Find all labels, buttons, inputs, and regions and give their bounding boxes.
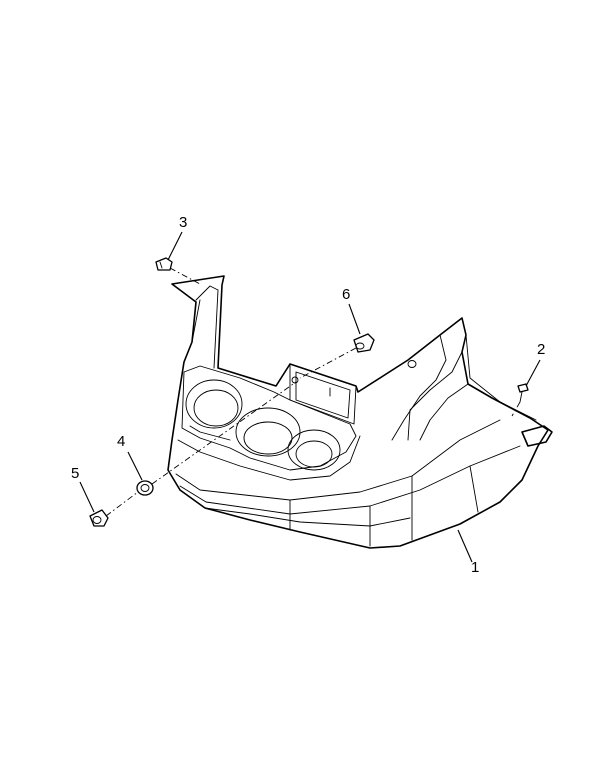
leader-line-3: [167, 231, 183, 261]
callout-2: 2: [537, 341, 545, 358]
callout-4: 4: [117, 433, 125, 450]
leader-line-6: [348, 303, 361, 335]
console-shell: [167, 275, 553, 549]
assembly-line-2: [511, 401, 521, 417]
callout-5: 5: [71, 465, 79, 482]
screw-part-2: [517, 383, 529, 403]
assembly-line-4-5: [105, 381, 297, 517]
callout-3: 3: [179, 214, 187, 231]
leader-line-5: [79, 481, 95, 513]
nut-part-6: [353, 333, 375, 353]
bolt-part-5: [89, 509, 109, 527]
clip-part-3: [155, 257, 173, 271]
washer-part-4: [136, 480, 154, 496]
leader-line-4: [127, 451, 143, 481]
callout-1: 1: [471, 559, 479, 576]
leader-line-2: [525, 359, 541, 387]
assembly-line-3: [169, 267, 201, 285]
leader-line-1: [457, 529, 473, 563]
callout-6: 6: [342, 286, 350, 303]
assembly-line-6: [299, 347, 357, 379]
